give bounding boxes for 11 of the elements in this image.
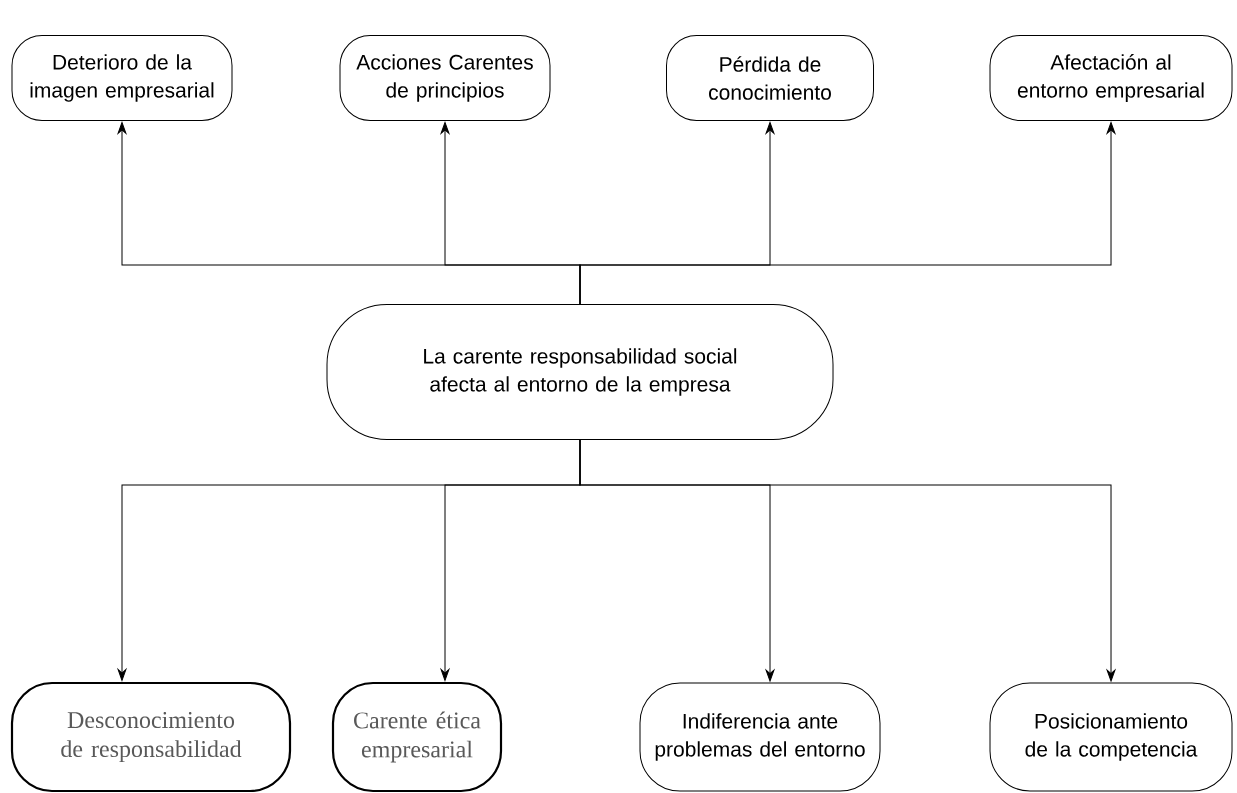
rounded-box: Indiferencia ante problemas del entorno — [639, 682, 881, 792]
rounded-box: Posicionamiento de la competencia — [989, 682, 1233, 792]
rounded-box: Acciones Carentes de principios — [339, 35, 551, 121]
rounded-box: Afectación al entorno empresarial — [989, 35, 1233, 121]
rounded-box: Carente ética empresarial — [331, 681, 503, 793]
rounded-box: La carente responsabilidad social afecta al entorno de la empresa — [326, 304, 834, 440]
rounded-box: Desconocimiento de responsabilidad — [10, 681, 292, 793]
rounded-box: Pérdida de conocimiento — [666, 35, 874, 121]
arrow — [579, 122, 1116, 305]
arrow — [579, 439, 1116, 682]
rounded-box: Deterioro de la imagen empresarial — [11, 35, 233, 121]
